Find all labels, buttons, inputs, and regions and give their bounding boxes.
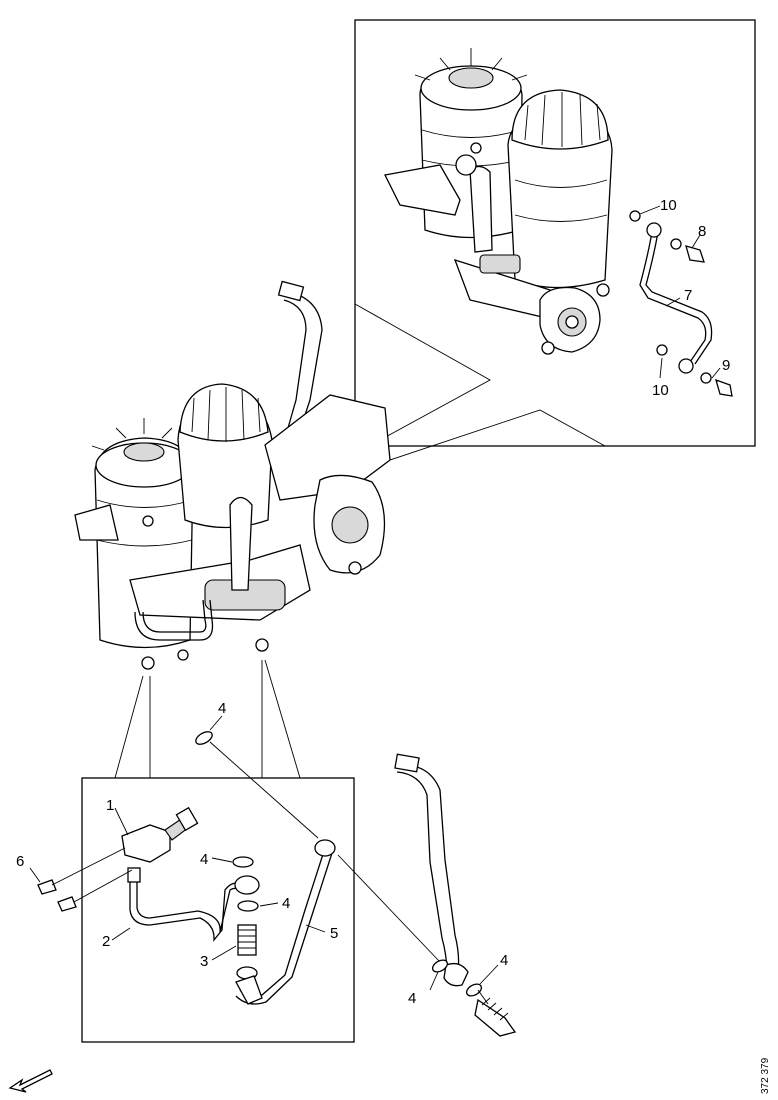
banjo-bolt-loose	[474, 998, 517, 1037]
valve-1	[121, 824, 171, 863]
inset-top-frame	[354, 19, 756, 447]
washer-4-b	[237, 900, 259, 912]
washer-4-loose-top	[195, 731, 213, 745]
bolt-8	[685, 245, 705, 263]
callout-2: 2	[102, 933, 110, 950]
washer-4-a	[232, 856, 254, 868]
callout-3: 3	[200, 953, 208, 970]
callout-4-a: 4	[200, 851, 208, 868]
washer-10-top-b	[670, 238, 682, 250]
washer-4-loose-right	[465, 983, 483, 997]
callout-7: 7	[684, 287, 692, 304]
bolt-9	[715, 378, 733, 397]
bolt-6-a	[37, 879, 57, 895]
fuel-pipe-long	[402, 764, 460, 971]
callout-1: 1	[106, 797, 114, 814]
inset-top-leader-2	[329, 409, 606, 481]
loose-parts: 4 4 4	[195, 700, 517, 1037]
callout-4-loose-top: 4	[218, 700, 226, 717]
pipe-2	[129, 870, 245, 943]
detail-inset-bottom: 1 6 4 4 2 3 5	[16, 659, 355, 1043]
callout-4-loose-left: 4	[408, 990, 416, 1007]
washer-10-bottom-b	[700, 372, 712, 384]
banjo-bolt-3	[237, 924, 257, 956]
callout-4-b: 4	[282, 895, 290, 912]
callout-6: 6	[16, 853, 24, 870]
callout-10-bottom: 10	[652, 382, 669, 399]
washer-10-bottom	[656, 344, 668, 356]
detail-inset-top: 10 8 7 9 10	[299, 19, 756, 481]
callout-10-top: 10	[660, 197, 677, 214]
washer-4-loose-left	[431, 959, 449, 973]
inset-bottom-frame	[81, 777, 355, 1043]
main-assembly	[74, 280, 391, 670]
document-reference: 372 379	[760, 1057, 771, 1094]
callout-9: 9	[722, 357, 730, 374]
filter-bracket	[384, 154, 556, 321]
bolt-6-b	[57, 896, 77, 912]
fuel-filter-right	[507, 89, 613, 289]
callout-8: 8	[698, 223, 706, 240]
callout-4-loose-right: 4	[500, 952, 508, 969]
inset-bottom-leader-left	[114, 675, 144, 779]
washer-10-top	[629, 210, 641, 222]
fuel-pipe-7	[639, 231, 707, 363]
pump-head	[539, 283, 610, 355]
callout-5: 5	[330, 925, 338, 942]
orientation-arrow-icon	[8, 1069, 53, 1093]
